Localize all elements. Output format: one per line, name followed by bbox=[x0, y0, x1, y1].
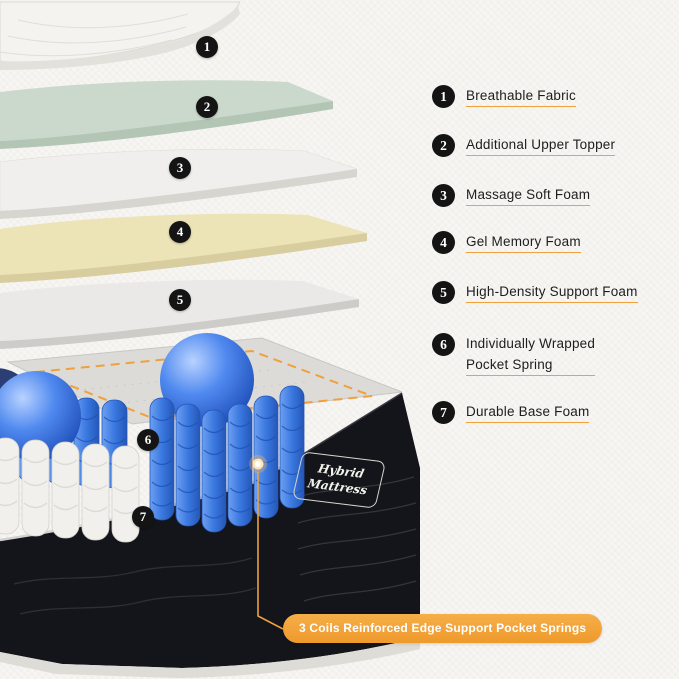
legend-label: Durable Base Foam bbox=[466, 401, 590, 423]
diagram-badge-6: 6 bbox=[137, 429, 159, 451]
spring-ball-left bbox=[0, 371, 81, 461]
legend-label: High-Density Support Foam bbox=[466, 281, 638, 303]
legend-item-6: 6 Individually Wrapped Pocket Spring bbox=[432, 333, 596, 376]
edge-support-callout: 3 Coils Reinforced Edge Support Pocket S… bbox=[283, 614, 603, 643]
bottom-piping-band bbox=[0, 637, 420, 678]
layer-3-massage-foam bbox=[0, 148, 358, 219]
legend-item-7: 7 Durable Base Foam bbox=[432, 401, 590, 424]
diagram-badge-2: 2 bbox=[196, 96, 218, 118]
pocket-springs bbox=[0, 333, 305, 543]
layer-2-upper-topper bbox=[0, 80, 333, 149]
legend-label-line: Massage Soft Foam bbox=[466, 187, 591, 206]
callout-connector bbox=[249, 455, 284, 630]
legend-item-1: 1 Breathable Fabric bbox=[432, 85, 576, 108]
glow-dot bbox=[255, 461, 261, 467]
front-quilting bbox=[13, 557, 257, 615]
legend-item-5: 5 High-Density Support Foam bbox=[432, 281, 638, 304]
legend-number-badge: 7 bbox=[432, 401, 455, 424]
legend-label: Breathable Fabric bbox=[466, 85, 576, 107]
legend-label: Massage Soft Foam bbox=[466, 184, 591, 206]
legend-item-2: 2 Additional Upper Topper bbox=[432, 134, 616, 157]
legend-label-line: Durable Base Foam bbox=[466, 404, 590, 423]
legend-item-3: 3 Massage Soft Foam bbox=[432, 184, 591, 207]
legend-label-line: High-Density Support Foam bbox=[466, 284, 638, 303]
mattress-side-label: Hybrid Mattress bbox=[291, 451, 387, 509]
legend-label: Gel Memory Foam bbox=[466, 231, 581, 253]
legend-number-badge: 1 bbox=[432, 85, 455, 108]
diagram-badge-7: 7 bbox=[132, 506, 154, 528]
layer-4-gel-memory-foam bbox=[0, 213, 367, 283]
diagram-badge-1: 1 bbox=[196, 36, 218, 58]
quilt-lines bbox=[0, 13, 189, 57]
legend-number-badge: 2 bbox=[432, 134, 455, 157]
legend-label-line: Individually Wrapped bbox=[466, 336, 596, 351]
legend-number-badge: 6 bbox=[432, 333, 455, 356]
diagram-badge-4: 4 bbox=[169, 221, 191, 243]
diagram-badge-5: 5 bbox=[169, 289, 191, 311]
legend-label-line: Additional Upper Topper bbox=[466, 137, 616, 156]
legend-label-line: Gel Memory Foam bbox=[466, 234, 581, 253]
diagram-badge-3: 3 bbox=[169, 157, 191, 179]
legend-item-4: 4 Gel Memory Foam bbox=[432, 231, 581, 254]
legend-label: Additional Upper Topper bbox=[466, 134, 616, 156]
layer-1-breathable-fabric bbox=[0, 1, 241, 70]
legend-number-badge: 5 bbox=[432, 281, 455, 304]
side-quilting bbox=[297, 476, 417, 602]
legend-label-line: Pocket Spring bbox=[466, 357, 596, 376]
legend-number-badge: 4 bbox=[432, 231, 455, 254]
legend-label: Individually Wrapped Pocket Spring bbox=[466, 333, 596, 376]
spring-ball-center bbox=[160, 333, 254, 427]
legend-label-line: Breathable Fabric bbox=[466, 88, 576, 107]
legend-number-badge: 3 bbox=[432, 184, 455, 207]
